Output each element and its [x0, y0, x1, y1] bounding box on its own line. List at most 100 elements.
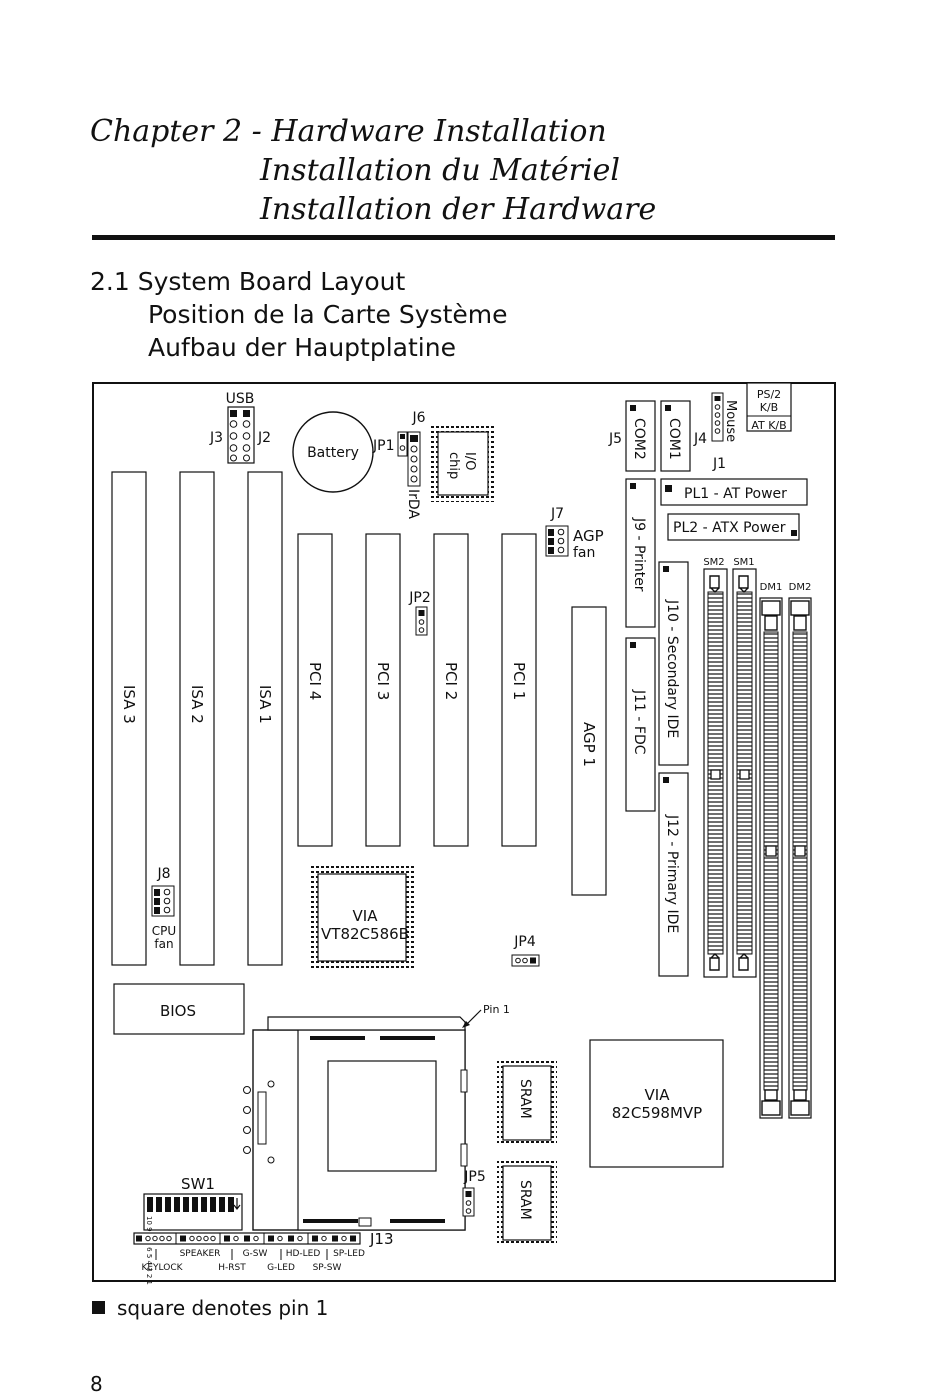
pin-label-h-rst: H-RST	[218, 1263, 246, 1273]
jp2-label: JP2	[408, 590, 430, 606]
sram-label-2: SRAM	[517, 1180, 533, 1220]
sw1-dip-switch	[143, 1193, 243, 1231]
dm2-label: DM2	[789, 582, 812, 593]
j11-fdc-connector	[625, 637, 656, 812]
page-number: 8	[90, 1372, 103, 1396]
j13-front-panel-header	[133, 1232, 361, 1245]
io-chip-label-2: chip	[446, 452, 461, 479]
io-chip	[437, 431, 489, 496]
sm1-label: SM1	[733, 557, 754, 568]
usb-label: USB	[226, 391, 255, 407]
sw1-switch-numbers: 10 9 8 7 6 5 4 3 2 1	[145, 1216, 153, 1285]
pin-label-sp-led: SP-LED	[333, 1249, 365, 1259]
agp-fan-label-1: AGP	[573, 527, 604, 545]
pin1-pointer	[466, 1009, 482, 1025]
jp4-label: JP4	[513, 934, 536, 950]
via-586b-label-1: VIA	[353, 907, 379, 925]
chapter-title-en: Chapter 2 - Hardware Installation	[90, 114, 607, 149]
pci3-label: PCI 3	[374, 662, 392, 700]
usb-header	[227, 406, 255, 464]
pci3-slot	[365, 533, 401, 847]
j6-irda-header	[407, 431, 421, 487]
j9-printer-connector	[625, 478, 656, 628]
bios-label: BIOS	[160, 1002, 196, 1020]
pci1-label: PCI 1	[510, 662, 528, 700]
io-chip-label-1: I/O	[462, 452, 477, 470]
pin1-label: Pin 1	[483, 1003, 510, 1016]
pin-label-speaker: SPEAKER	[180, 1249, 221, 1259]
dimm-slot-dm1	[759, 597, 783, 1119]
j4-label: J4	[693, 431, 707, 447]
j7-label: J7	[550, 506, 564, 522]
j6-label: J6	[411, 410, 425, 426]
com2-connector	[625, 400, 656, 472]
section-heading-en: 2.1 System Board Layout	[90, 267, 406, 296]
at-kb-label: AT K/B	[751, 419, 786, 432]
cpu-fan-label-1: CPU	[152, 924, 176, 938]
agp-fan-label-2: fan	[573, 545, 595, 561]
board-outline	[92, 382, 836, 1282]
isa2-slot	[179, 471, 215, 966]
j12-label: J12 - Primary IDE	[664, 814, 680, 933]
ps2-label-2: K/B	[760, 401, 778, 414]
pci4-slot	[297, 533, 333, 847]
pl1-label: PL1 - AT Power	[684, 486, 787, 502]
cpu-fan-label-2: fan	[154, 937, 173, 951]
pci1-slot	[501, 533, 537, 847]
j11-label: J11 - FDC	[631, 689, 647, 755]
j12-primary-ide-connector	[658, 772, 689, 977]
via-598mvp-chip	[589, 1039, 724, 1168]
cpu-fan-header	[151, 885, 175, 917]
chapter-title-fr: Installation du Matériel	[260, 153, 620, 188]
chapter-title-de: Installation der Hardware	[260, 192, 657, 227]
via-586b-label-2: VT82C586B	[321, 925, 409, 943]
agp1-slot	[571, 606, 607, 896]
j3-label: J3	[209, 430, 223, 446]
section-heading-fr: Position de la Carte Système	[148, 300, 508, 329]
via-598mvp-label-2: 82C598MVP	[612, 1104, 702, 1122]
jp5-label: JP5	[463, 1169, 485, 1185]
title-rule	[92, 235, 835, 240]
j1-label: J1	[712, 456, 726, 472]
pin1-legend: square denotes pin 1	[92, 1296, 328, 1320]
pin-label-g-sw: G-SW	[243, 1249, 268, 1259]
pl2-atx-power	[667, 513, 800, 541]
pin-label-sp-sw: SP-SW	[313, 1263, 342, 1273]
com2-label: COM2	[631, 418, 647, 460]
dm1-label: DM1	[760, 582, 783, 593]
isa3-slot	[111, 471, 147, 966]
pin-label-keylock: KEYLOCK	[141, 1263, 183, 1273]
pl2-label: PL2 - ATX Power	[673, 520, 786, 536]
isa1-label: ISA 1	[256, 685, 274, 724]
dimm-slot-dm2	[788, 597, 812, 1119]
isa2-label: ISA 2	[188, 685, 206, 724]
jp2-jumper	[415, 606, 428, 636]
pci2-label: PCI 2	[442, 662, 460, 700]
pci2-slot	[433, 533, 469, 847]
j9-label: J9 - Printer	[631, 517, 647, 592]
j10-secondary-ide-connector	[658, 561, 689, 766]
jp1-label: JP1	[372, 438, 394, 454]
pin1-square-icon	[92, 1301, 105, 1314]
via-598mvp-label-1: VIA	[645, 1086, 671, 1104]
sm2-label: SM2	[703, 557, 724, 568]
j13-label: J13	[369, 1230, 394, 1248]
agp-fan-header	[545, 525, 569, 557]
j8-label: J8	[156, 866, 170, 882]
isa3-label: ISA 3	[120, 685, 138, 724]
isa1-slot	[247, 471, 283, 966]
pci4-label: PCI 4	[306, 662, 324, 700]
mouse-label: Mouse	[723, 400, 738, 442]
battery	[292, 411, 374, 493]
j5-label: J5	[608, 431, 622, 447]
jp5-jumper	[462, 1187, 475, 1217]
battery-label: Battery	[307, 445, 359, 461]
legend-text: square denotes pin 1	[117, 1296, 329, 1320]
j2-label: J2	[257, 430, 271, 446]
sram-chip-1	[502, 1065, 552, 1141]
irda-label: IrDA	[405, 489, 421, 519]
sw1-label: SW1	[181, 1175, 215, 1193]
pl1-at-power	[660, 478, 808, 506]
agp1-label: AGP 1	[580, 722, 598, 767]
